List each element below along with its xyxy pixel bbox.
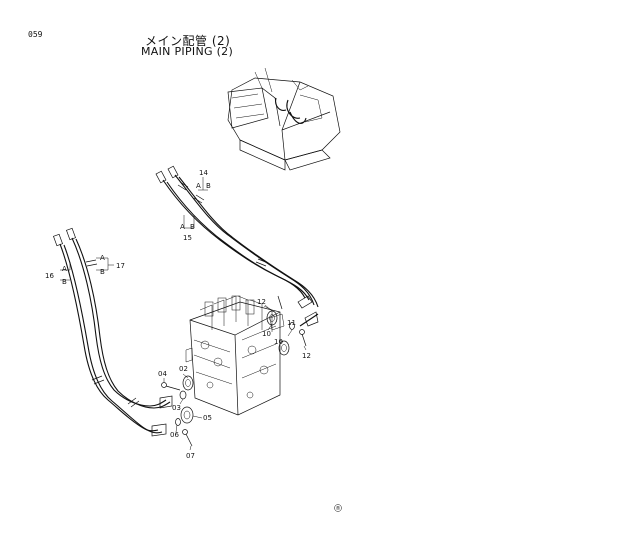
excavator-locator-illustration [227, 67, 341, 171]
callout-12-upper: 12 [257, 298, 266, 306]
port-label-b-15: B [190, 223, 195, 231]
port-labels: A B A B A B A B [62, 182, 211, 286]
callout-14: 14 [199, 169, 208, 177]
callout-04: 04 [158, 370, 167, 378]
port-label-b-17: B [100, 268, 105, 276]
callout-02: 02 [179, 365, 188, 373]
callout-numbers: 02 03 04 05 06 07 10 10 11 12 12 14 15 1… [45, 169, 311, 460]
callout-17: 17 [116, 262, 125, 270]
port-label-b-16: B [62, 278, 67, 286]
callout-07: 07 [186, 452, 195, 460]
port-label-a-15: A [180, 223, 185, 231]
page-code: 059 [28, 30, 43, 39]
callout-15: 15 [183, 234, 192, 242]
hose-assembly-14-15 [155, 165, 319, 327]
callout-05: 05 [203, 414, 212, 422]
callout-10-upper: 10 [262, 330, 271, 338]
hose-assembly-16-17 [53, 227, 173, 437]
fittings-and-fasteners [161, 295, 307, 447]
port-label-a-14: A [196, 182, 201, 190]
callout-03: 03 [172, 404, 181, 412]
callout-16: 16 [45, 272, 54, 280]
callout-06: 06 [170, 431, 179, 439]
registered-mark-icon [334, 504, 342, 512]
callout-12-lower: 12 [302, 352, 311, 360]
title-english: MAIN PIPING (2) [141, 45, 234, 58]
callout-11: 11 [287, 319, 296, 327]
callout-10-lower: 10 [274, 338, 283, 346]
port-label-a-16: A [62, 265, 67, 273]
title-japanese: メイン配管 (2) [145, 34, 231, 48]
bottom-symbol: ® [336, 505, 341, 512]
leader-lines [163, 304, 307, 451]
port-label-a-17: A [100, 254, 105, 262]
port-label-b-14: B [206, 182, 211, 190]
control-valve-block [185, 295, 285, 416]
